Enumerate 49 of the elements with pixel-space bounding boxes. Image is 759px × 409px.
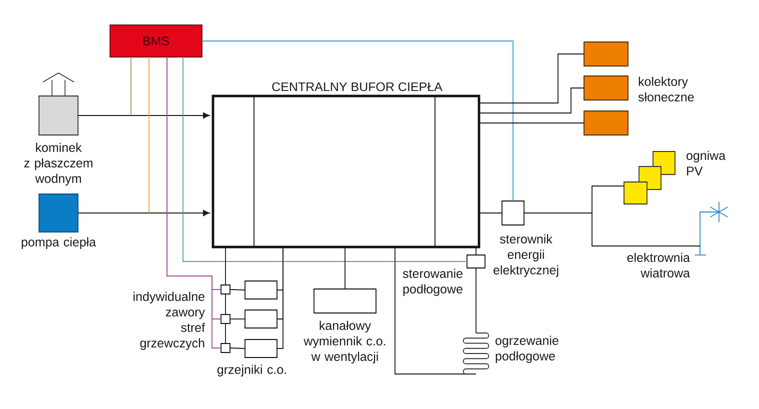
line — [225, 323, 226, 344]
line — [230, 289, 246, 290]
control-box: BMS — [110, 24, 202, 58]
line — [130, 56, 132, 116]
node-label: kominek z płaszczem wodnym — [24, 142, 92, 186]
node-label: elektrownia wiatrowa — [627, 252, 690, 278]
line — [478, 54, 584, 104]
control-box — [466, 254, 486, 268]
wind-turbine — [694, 202, 728, 256]
radiator-box — [244, 310, 278, 328]
valve-box — [220, 343, 230, 353]
line — [276, 246, 284, 349]
collector-box — [584, 76, 628, 100]
heat-pump-box — [38, 194, 78, 232]
radiator-box — [244, 280, 278, 300]
line — [478, 212, 502, 214]
radiator-box — [244, 339, 278, 358]
collector-box — [584, 110, 628, 136]
line — [478, 122, 584, 124]
line — [394, 246, 476, 374]
pv-panel — [624, 182, 648, 204]
heating-coil — [462, 332, 490, 374]
line — [230, 348, 246, 349]
line — [225, 246, 226, 286]
controller-box — [502, 200, 524, 226]
line — [182, 56, 468, 262]
line — [478, 88, 584, 114]
line — [225, 294, 226, 315]
text-label: kolektory słoneczne — [638, 76, 694, 102]
exchanger-box — [314, 288, 376, 314]
arrow — [78, 210, 210, 216]
title: CENTRALNY BUFOR CIEPŁA — [272, 82, 442, 92]
valve-box — [220, 284, 230, 294]
node-label: kanałowy wymiennik c.o. w wentylacji — [304, 320, 386, 364]
text-label: grzejniki c.o. — [217, 364, 286, 376]
node-label: pompa ciepła — [22, 237, 96, 249]
valve-box — [220, 314, 230, 324]
text-label: indywidualne zawory stref grzewczych — [134, 292, 206, 350]
line — [148, 56, 150, 214]
node-label: ogrzewanie podłogowe — [496, 336, 558, 363]
node-label: sterownik energii elektrycznej — [494, 234, 558, 277]
text-label: ogniwa PV — [686, 150, 726, 176]
line — [524, 212, 700, 246]
line — [230, 318, 246, 320]
collector-box — [584, 42, 628, 66]
line — [202, 40, 514, 202]
node-label: sterowanie podłogowe — [402, 268, 462, 296]
line — [344, 246, 346, 290]
arrow — [78, 112, 210, 119]
